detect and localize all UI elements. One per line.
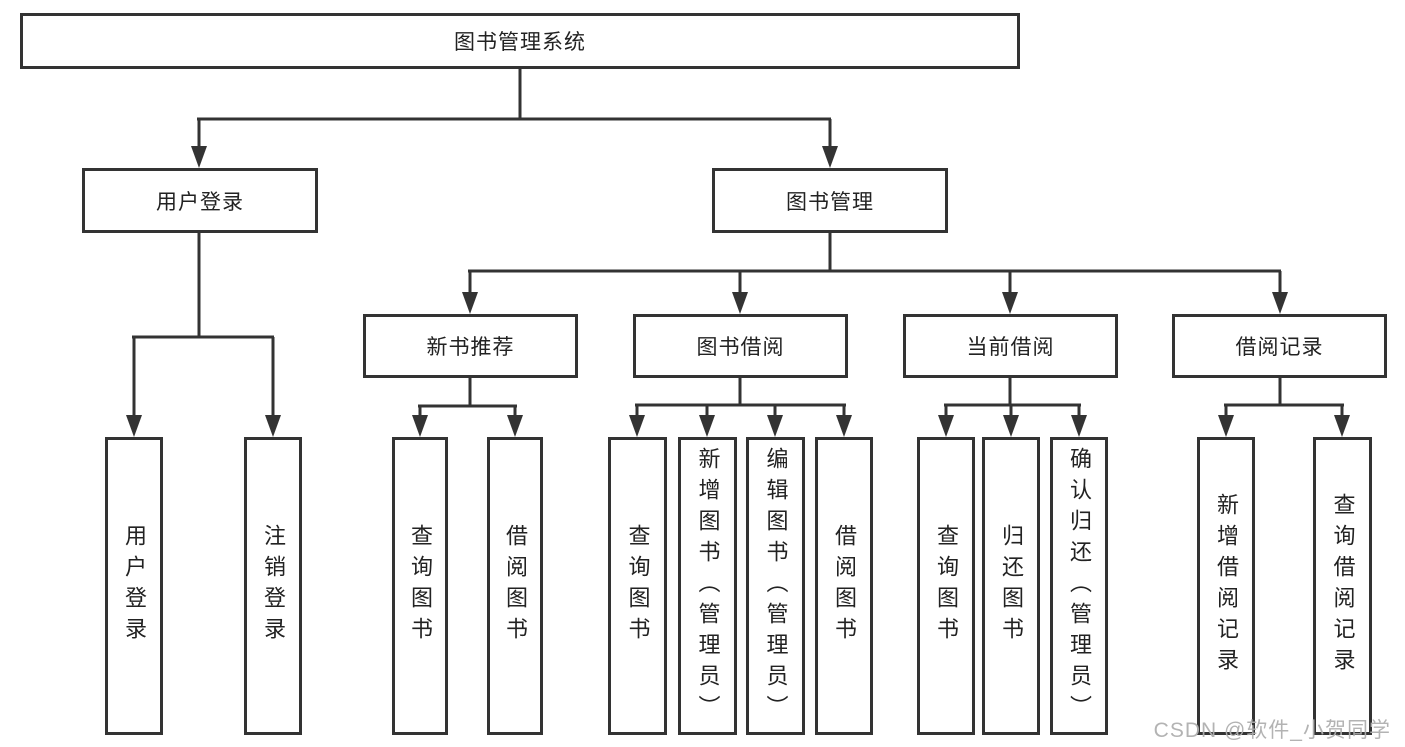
connector-login-to-leaves xyxy=(126,233,281,437)
connector-current-to-leaves xyxy=(938,377,1087,437)
node-book-borrow: 图书借阅 xyxy=(633,314,848,378)
node-book-management: 图书管理 xyxy=(712,168,948,233)
node-leaf-query-books-current-label: 查询图书 xyxy=(934,524,959,648)
node-leaf-confirm-return-admin-label: 确认归还（管理员） xyxy=(1067,446,1092,726)
node-leaf-add-books-admin: 新增图书（管理员） xyxy=(678,437,737,735)
node-leaf-query-books-current: 查询图书 xyxy=(917,437,975,735)
csdn-watermark: CSDN @软件_小贺同学 xyxy=(1153,719,1391,742)
node-leaf-query-books-recommend: 查询图书 xyxy=(392,437,448,735)
node-leaf-user-login: 用户登录 xyxy=(105,437,163,735)
node-leaf-query-books-recommend-label: 查询图书 xyxy=(408,524,433,648)
node-leaf-borrow-books-recommend-label: 借阅图书 xyxy=(503,524,528,648)
node-leaf-query-borrow-record-label: 查询借阅记录 xyxy=(1330,493,1356,679)
node-leaf-add-borrow-record: 新增借阅记录 xyxy=(1197,437,1255,735)
node-leaf-user-login-label: 用户登录 xyxy=(122,524,147,648)
connector-borrow-to-leaves xyxy=(629,377,852,437)
node-leaf-logout: 注销登录 xyxy=(244,437,302,735)
node-user-login: 用户登录 xyxy=(82,168,318,233)
connector-recommend-to-leaves xyxy=(412,377,523,437)
node-leaf-query-borrow-record: 查询借阅记录 xyxy=(1313,437,1372,735)
node-leaf-edit-books-admin-label: 编辑图书（管理员） xyxy=(763,446,789,726)
node-system-root: 图书管理系统 xyxy=(20,13,1020,69)
node-leaf-return-books-label: 归还图书 xyxy=(999,524,1024,648)
node-leaf-query-books-borrow-label: 查询图书 xyxy=(625,524,651,648)
node-leaf-borrow-books-recommend: 借阅图书 xyxy=(487,437,543,735)
connector-records-to-leaves xyxy=(1218,377,1350,437)
node-leaf-logout-label: 注销登录 xyxy=(261,524,286,648)
connector-management-to-level3 xyxy=(462,233,1288,314)
node-leaf-edit-books-admin: 编辑图书（管理员） xyxy=(746,437,805,735)
node-leaf-add-borrow-record-label: 新增借阅记录 xyxy=(1214,493,1239,679)
node-borrow-records: 借阅记录 xyxy=(1172,314,1387,378)
connector-root-to-level2 xyxy=(191,69,838,168)
node-leaf-borrow-books: 借阅图书 xyxy=(815,437,873,735)
node-leaf-confirm-return-admin: 确认归还（管理员） xyxy=(1050,437,1108,735)
node-new-book-recommend: 新书推荐 xyxy=(363,314,578,378)
node-leaf-return-books: 归还图书 xyxy=(982,437,1040,735)
node-leaf-add-books-admin-label: 新增图书（管理员） xyxy=(695,446,721,726)
node-current-borrow: 当前借阅 xyxy=(903,314,1118,378)
node-leaf-borrow-books-label: 借阅图书 xyxy=(832,524,857,648)
node-leaf-query-books-borrow: 查询图书 xyxy=(608,437,667,735)
